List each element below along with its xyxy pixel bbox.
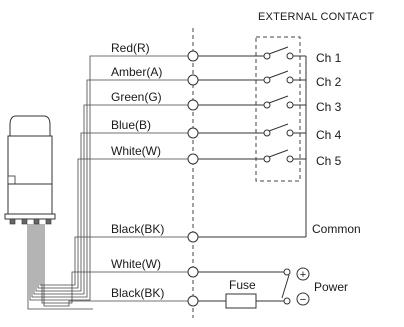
power-wiring [198,268,291,305]
contact-switches [263,46,294,163]
channel-label-2: Ch 2 [316,75,342,89]
terminal-ch3 [187,99,199,111]
wire-label-blue: Blue(B) [111,118,151,132]
common-bus [293,55,307,237]
plus-symbol: + [300,269,306,281]
signal-lamp-device [4,115,56,225]
power-label: Power [314,280,348,294]
wire-label-amber: Amber(A) [111,65,162,79]
common-label: Common [312,222,361,236]
diagram-title: EXTERNAL CONTACT [258,11,374,23]
minus-terminal-icon [296,292,310,306]
wire-label-power-black: Black(BK) [111,286,164,300]
wire-label-common-black: Black(BK) [111,222,164,236]
wire-label-power-white: White(W) [111,257,161,271]
wire-label-red: Red(R) [111,41,150,55]
external-contact-box [255,36,301,182]
terminal-ch2 [187,74,199,86]
channel-wires [198,55,306,238]
channel-label-3: Ch 3 [316,100,342,114]
fuse-symbol [225,293,257,309]
channel-label-5: Ch 5 [316,154,342,168]
wire-label-white: White(W) [111,144,161,158]
channel-label-4: Ch 4 [316,128,342,142]
channel-label-1: Ch 1 [316,51,342,65]
minus-symbol: − [300,294,306,306]
wire-label-green: Green(G) [111,90,162,104]
terminal-common [187,231,199,243]
plus-terminal-icon [296,267,310,281]
terminal-power-black [187,295,199,307]
terminal-ch5 [187,153,199,165]
terminal-ch4 [187,127,199,139]
wire-bundle [27,55,193,310]
terminal-ch1 [187,50,199,62]
fuse-label: Fuse [229,278,256,292]
terminal-power-white [187,266,199,278]
